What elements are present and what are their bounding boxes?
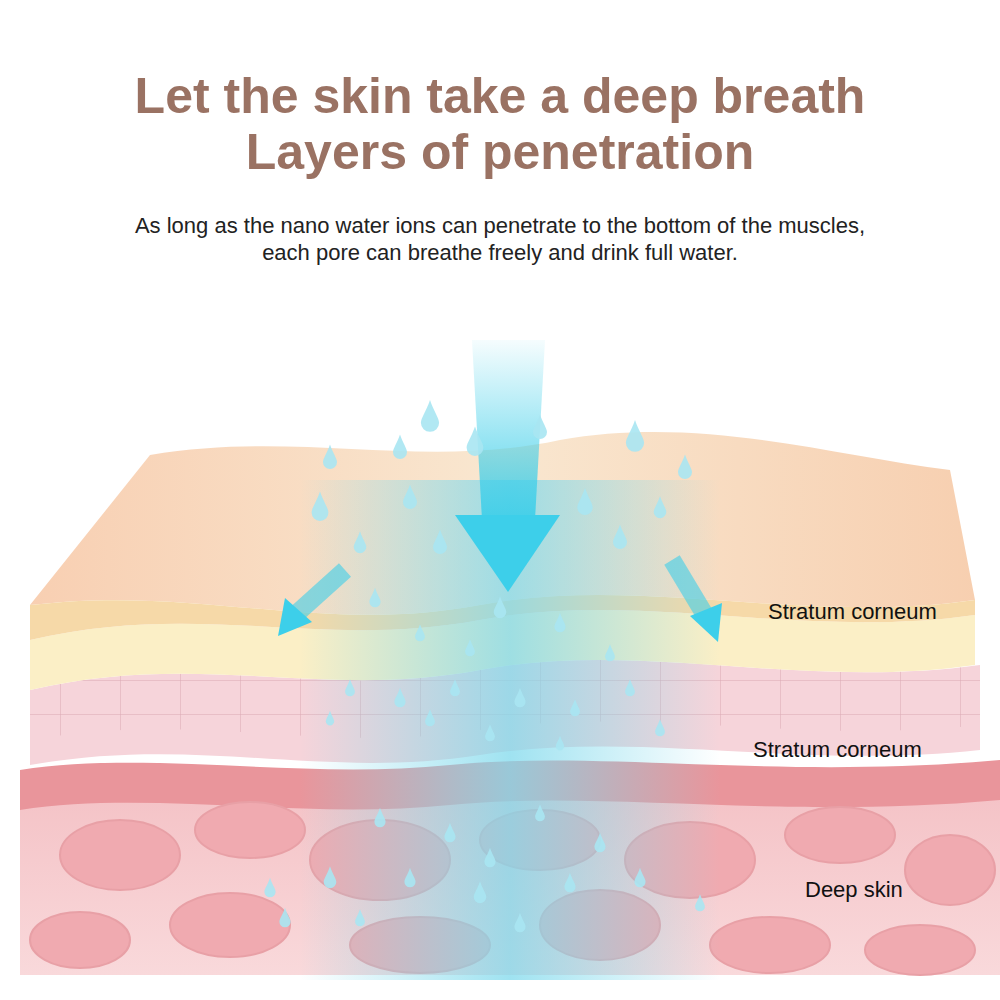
water-drop (484, 848, 495, 868)
water-drop (594, 833, 605, 853)
water-drop (324, 866, 337, 888)
water-drop (369, 588, 380, 608)
water-drop (554, 613, 565, 633)
water-drop (514, 688, 525, 708)
water-drop (415, 624, 425, 641)
water-drop (678, 455, 692, 480)
diagram-title: Let the skin take a deep breath Layers o… (105, 68, 895, 180)
water-drop (433, 530, 447, 555)
water-drop (279, 908, 290, 928)
water-drop (474, 881, 487, 903)
water-drop (625, 679, 635, 696)
water-drop (626, 420, 644, 452)
water-drop (467, 427, 484, 456)
water-drop (654, 496, 667, 518)
description-text: As long as the nano water ions can penet… (110, 212, 890, 266)
water-drop (570, 699, 580, 716)
water-drop (695, 894, 705, 911)
water-drop (403, 485, 417, 510)
water-drop (613, 525, 627, 550)
water-drop (394, 688, 405, 708)
water-drop (345, 679, 355, 696)
water-drop (450, 679, 460, 696)
water-drop (421, 400, 439, 432)
water-drop (655, 719, 665, 736)
water-drop (425, 709, 435, 726)
water-drop (404, 868, 415, 888)
water-drop (494, 596, 507, 618)
water-drop (354, 531, 367, 553)
water-drop (564, 873, 575, 893)
water-drop (634, 868, 645, 888)
water-drop (326, 711, 334, 726)
water-drop (535, 804, 545, 821)
layer-label: Stratum corneum (753, 737, 922, 763)
water-drop (393, 435, 407, 460)
layer-label: Stratum corneum (768, 599, 937, 625)
water-drop (264, 878, 275, 898)
water-drop (485, 724, 495, 741)
water-drop (533, 415, 547, 440)
water-drop (514, 913, 525, 933)
water-drop (312, 492, 329, 521)
water-drop (355, 909, 365, 926)
water-drop (444, 823, 455, 843)
water-drop (577, 488, 592, 515)
water-drop (556, 736, 564, 751)
water-drop (323, 445, 337, 470)
water-drop (605, 644, 615, 661)
water-drop (374, 808, 385, 828)
layer-label: Deep skin (805, 877, 903, 903)
water-drop (465, 639, 475, 656)
